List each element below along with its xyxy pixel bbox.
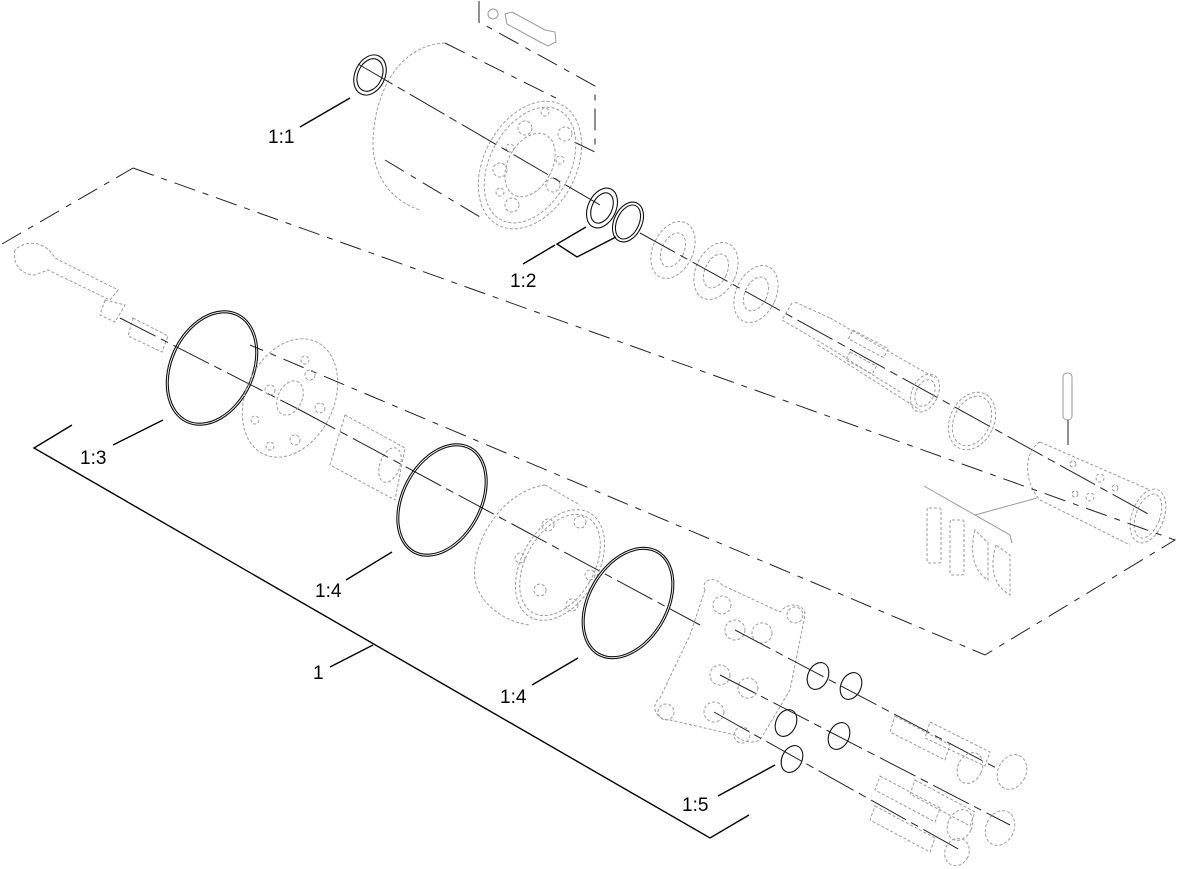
wear-plate — [241, 338, 339, 458]
shaft-group-boundary — [1, 167, 134, 245]
callout-1-4-middle: 1:4 — [315, 581, 342, 602]
port-o-rings — [713, 629, 1011, 851]
coupling — [299, 409, 701, 626]
end-cap — [654, 579, 806, 744]
spring-set — [923, 485, 1038, 596]
motor-housing — [372, 42, 583, 230]
port-fittings — [869, 715, 1028, 867]
drive-shaft — [13, 242, 301, 411]
small-o-ring — [353, 54, 601, 206]
callout-1-4-rear: 1:4 — [500, 687, 527, 708]
valve-sleeve — [1027, 372, 1167, 546]
callout-1-2: 1:2 — [510, 271, 537, 292]
callout-1-3: 1:3 — [80, 448, 107, 469]
o-ring-middle — [396, 443, 488, 557]
pin-tool-inset — [478, 1, 596, 153]
leader-lines — [32, 97, 776, 839]
thrust-washers — [639, 221, 1151, 516]
callout-1-1: 1:1 — [268, 127, 295, 148]
callout-1-5: 1:5 — [682, 795, 709, 816]
callout-1: 1 — [313, 663, 324, 684]
seal-and-ring-pair — [585, 187, 645, 243]
gerotor-set — [474, 484, 606, 626]
spool-valve — [781, 301, 997, 451]
valve-group-boundary — [132, 167, 1177, 656]
o-ring-rear — [581, 546, 675, 660]
